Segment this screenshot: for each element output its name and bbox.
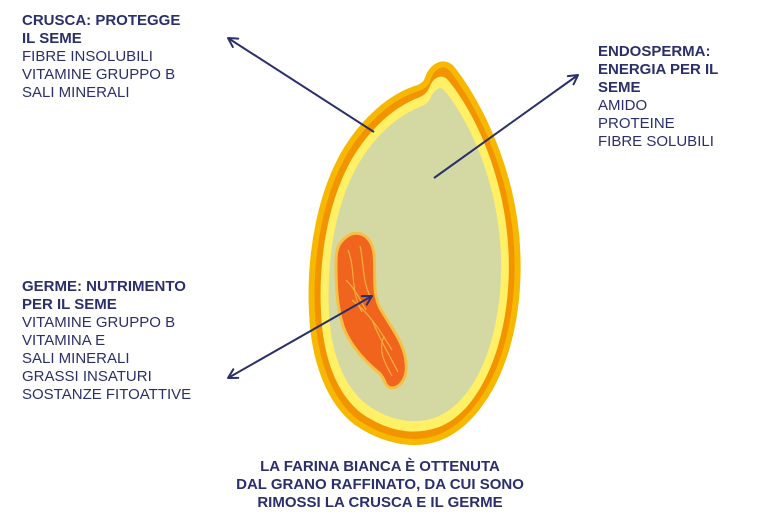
label-endosperma-title: ENDOSPERMA: ENERGIA PER IL SEME: [598, 43, 758, 97]
label-germe-item: VITAMINA E: [22, 332, 242, 350]
label-crusca: CRUSCA: PROTEGGE IL SEME FIBRE INSOLUBIL…: [22, 12, 242, 102]
label-germe-item: VITAMINE GRUPPO B: [22, 314, 242, 332]
label-endosperma: ENDOSPERMA: ENERGIA PER IL SEME AMIDO PR…: [598, 43, 758, 151]
label-endosperma-item: AMIDO: [598, 97, 758, 115]
label-endosperma-item: PROTEINE: [598, 115, 758, 133]
label-germe-items: VITAMINE GRUPPO B VITAMINA E SALI MINERA…: [22, 314, 242, 404]
label-endosperma-items: AMIDO PROTEINE FIBRE SOLUBILI: [598, 97, 758, 151]
label-germe-item: SALI MINERALI: [22, 350, 242, 368]
arrow-crusca: [228, 38, 374, 132]
label-endosperma-item: FIBRE SOLUBILI: [598, 133, 758, 151]
label-germe: GERME: NUTRIMENTO PER IL SEME VITAMINE G…: [22, 278, 242, 404]
label-crusca-item: SALI MINERALI: [22, 84, 242, 102]
label-germe-title: GERME: NUTRIMENTO PER IL SEME: [22, 278, 242, 314]
footnote: LA FARINA BIANCA È OTTENUTA DAL GRANO RA…: [180, 458, 580, 512]
label-crusca-item: FIBRE INSOLUBILI: [22, 48, 242, 66]
label-crusca-items: FIBRE INSOLUBILI VITAMINE GRUPPO B SALI …: [22, 48, 242, 102]
label-crusca-title: CRUSCA: PROTEGGE IL SEME: [22, 12, 242, 48]
wheat-grain: [312, 64, 518, 441]
label-germe-item: GRASSI INSATURI: [22, 368, 242, 386]
label-germe-item: SOSTANZE FITOATTIVE: [22, 386, 242, 404]
label-crusca-item: VITAMINE GRUPPO B: [22, 66, 242, 84]
